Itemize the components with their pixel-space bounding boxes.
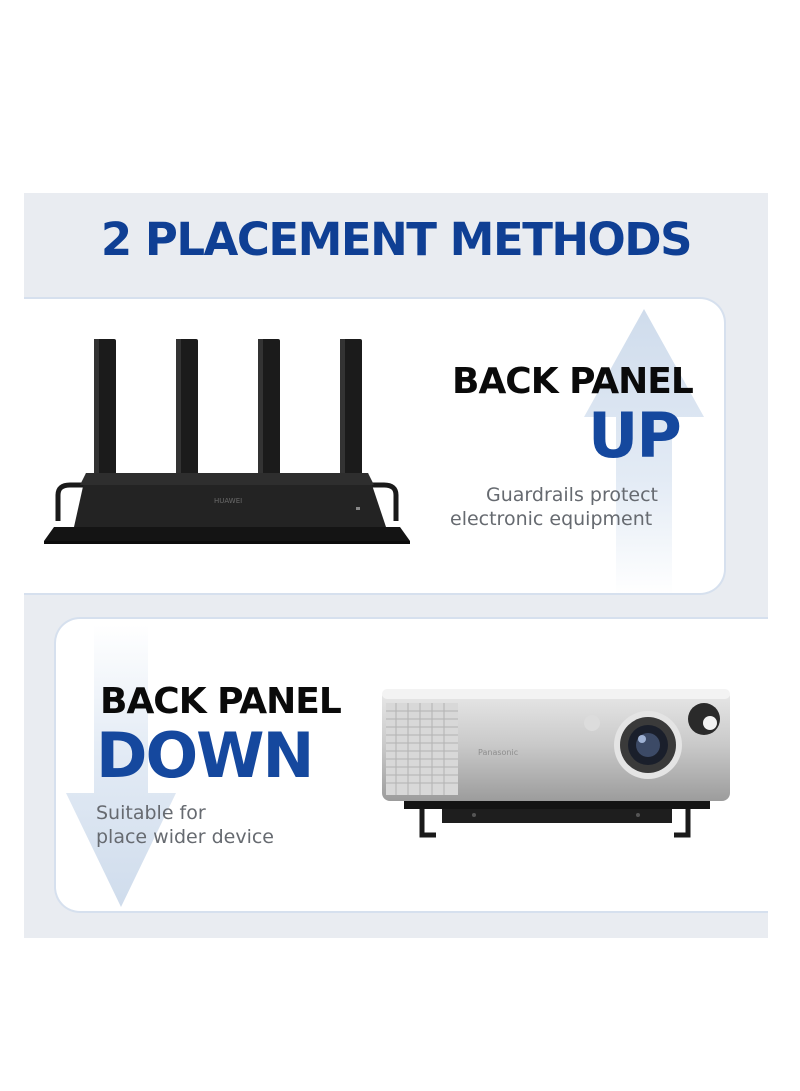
- method-up-heading-line2: UP: [588, 399, 682, 472]
- page-title: 2 PLACEMENT METHODS: [100, 213, 693, 266]
- method-up-caption-line1: Guardrails protect: [486, 484, 659, 506]
- projector-on-shelf-icon: Panasonic: [382, 689, 730, 838]
- projector-brand: Panasonic: [478, 748, 518, 757]
- placement-panel: 2 PLACEMENT METHODS: [24, 193, 768, 938]
- arrow-up-icon: [584, 309, 704, 593]
- method-down-caption-line1: Suitable for: [96, 802, 206, 824]
- arrow-down-icon: [66, 625, 176, 907]
- method-up-card: HUAWEI BACK PANEL UP Guardrails protect …: [24, 297, 726, 595]
- method-up-heading-line1: BACK PANEL: [452, 361, 694, 402]
- method-down-heading-line2: DOWN: [96, 719, 314, 792]
- router-on-shelf-icon: HUAWEI: [44, 339, 410, 544]
- method-down-card: BACK PANEL DOWN Suitable for place wider…: [54, 617, 768, 913]
- method-down-caption-line2: place wider device: [96, 826, 274, 848]
- router-brand: HUAWEI: [214, 497, 242, 505]
- method-up-caption-line2: electronic equipment: [450, 508, 653, 530]
- method-down-heading-line1: BACK PANEL: [100, 681, 342, 722]
